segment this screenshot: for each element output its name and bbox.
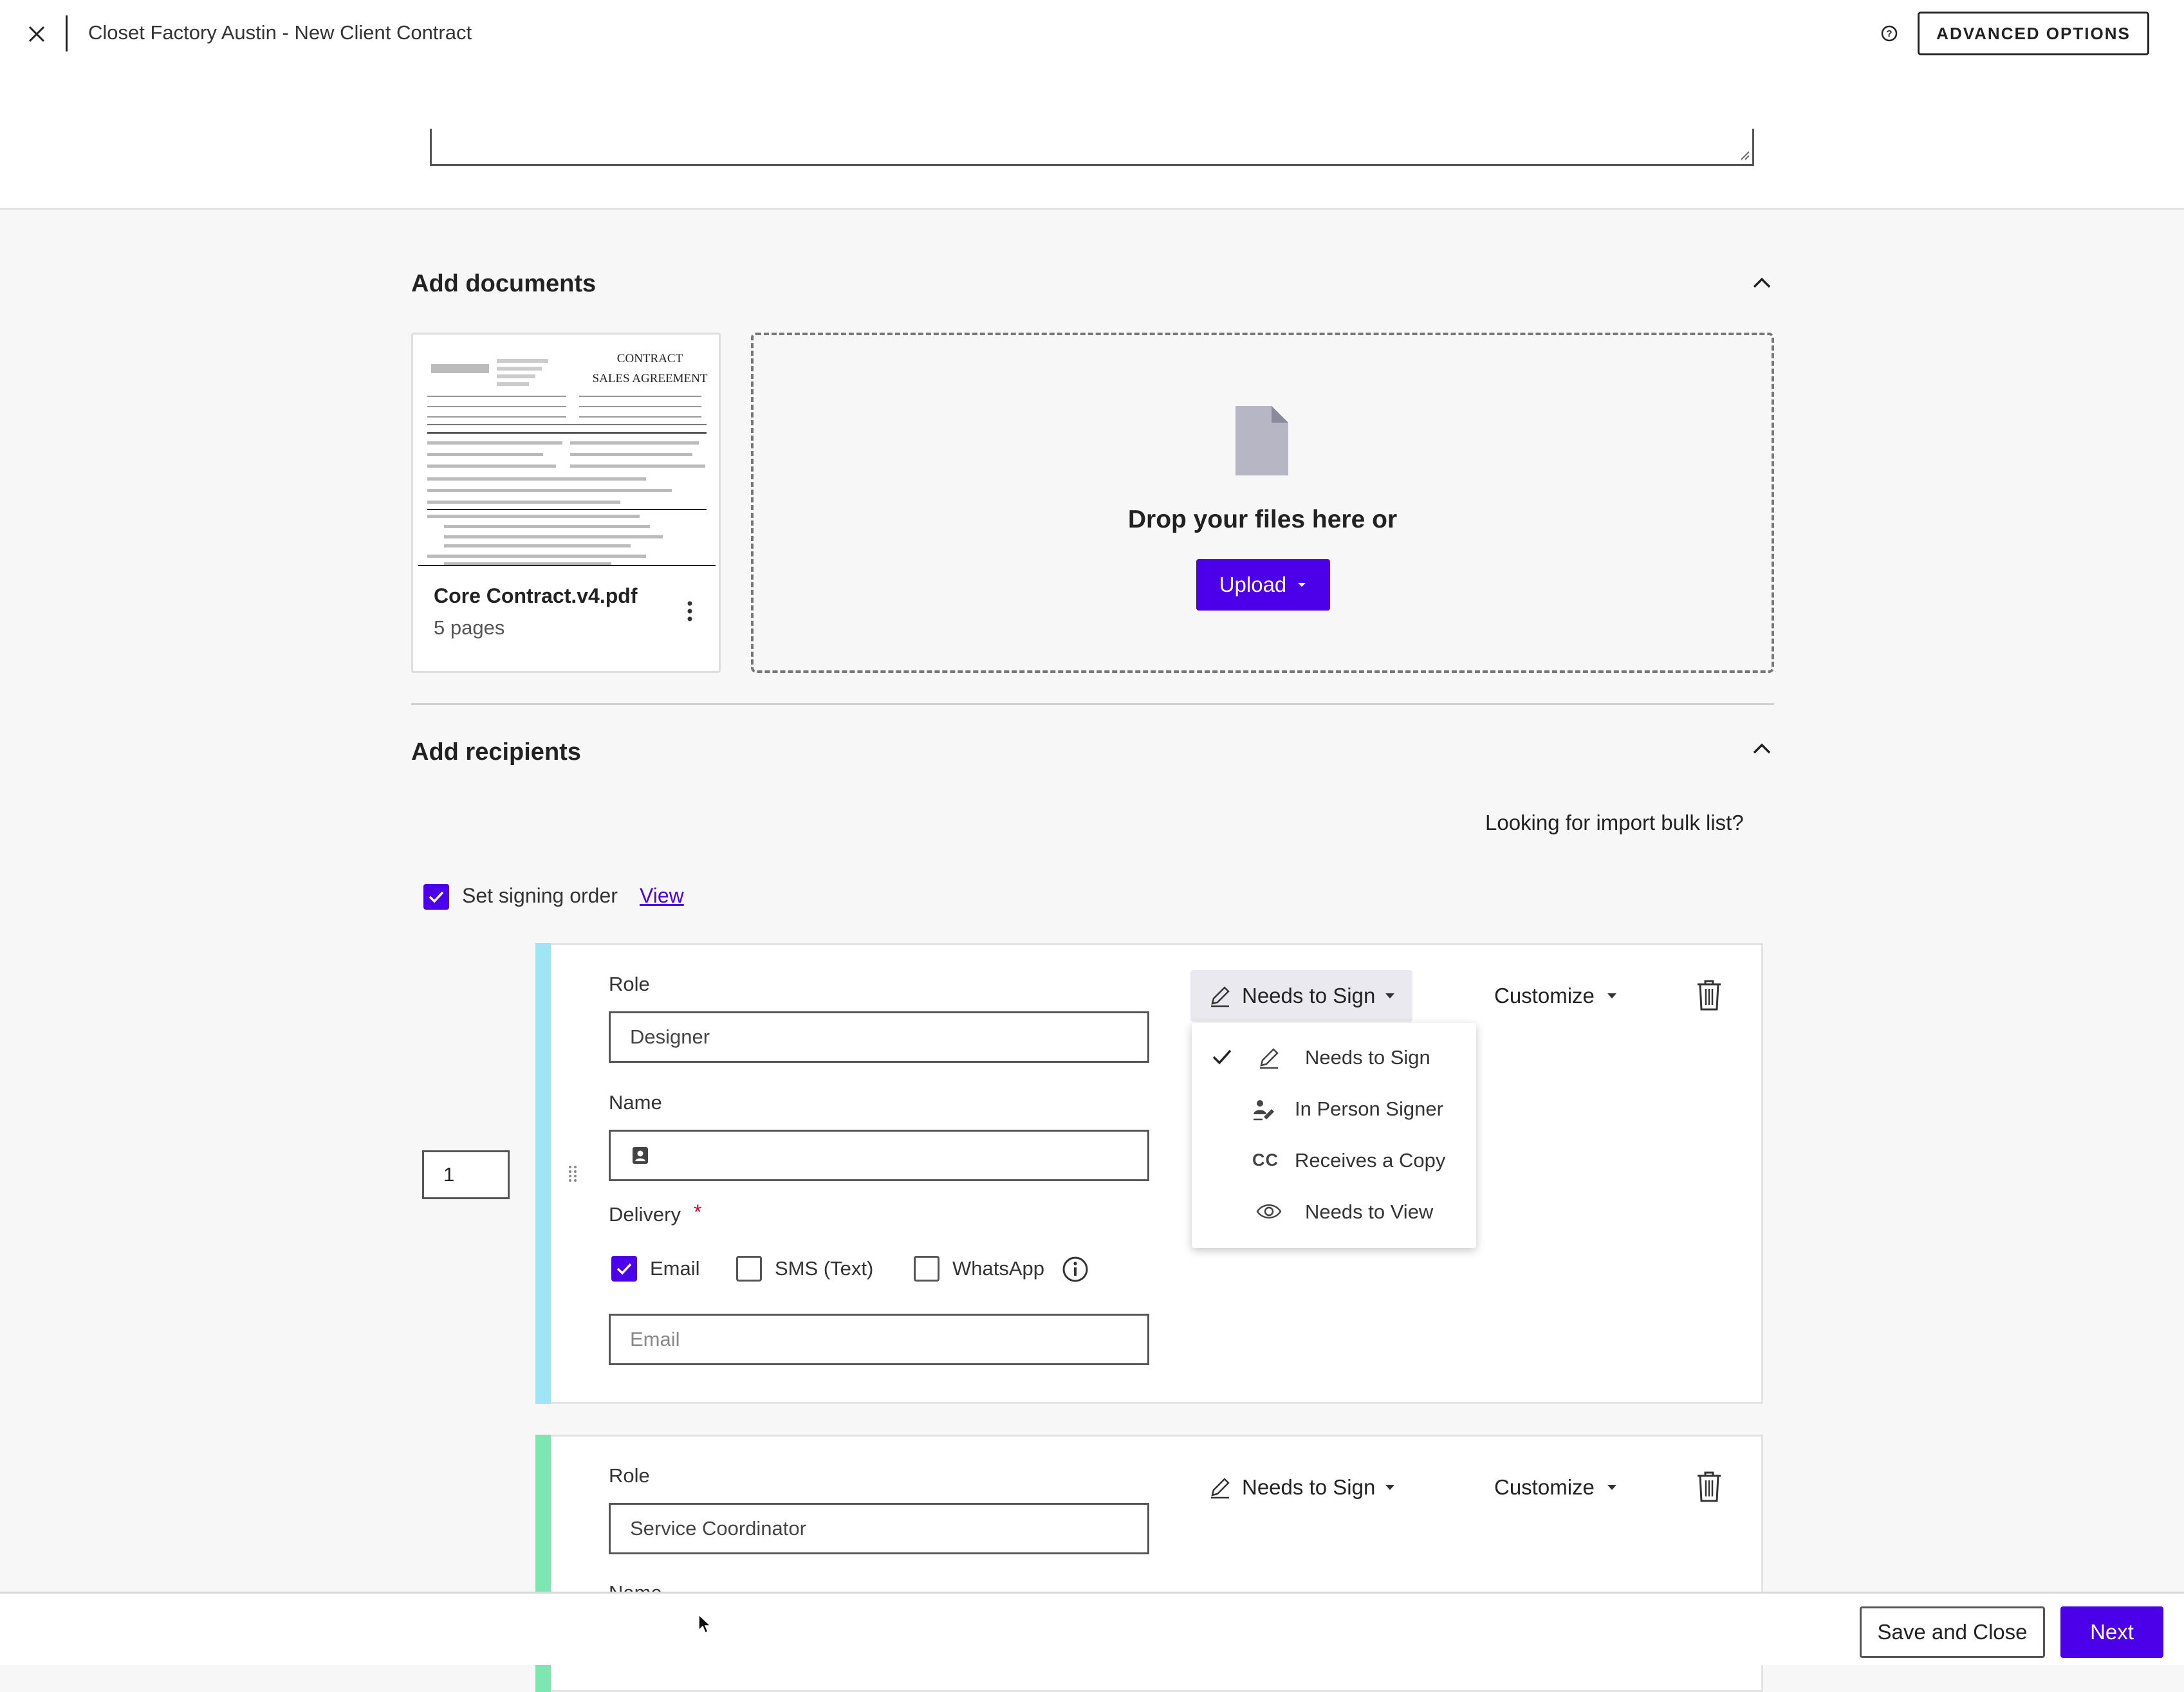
- drag-handle-icon[interactable]: [566, 1164, 579, 1184]
- info-icon[interactable]: [1062, 1256, 1089, 1283]
- thumbnail-heading-2: SALES AGREEMENT: [593, 372, 708, 385]
- add-recipients-heading: Add recipients: [411, 739, 581, 766]
- section-divider: [411, 703, 1774, 705]
- caret-down-icon: [1607, 1485, 1616, 1490]
- more-options-icon[interactable]: [677, 595, 703, 627]
- signing-order-input[interactable]: 1: [422, 1150, 510, 1199]
- recipient-action-dropdown[interactable]: Needs to Sign: [1190, 1462, 1412, 1513]
- menu-item-needs-to-sign[interactable]: Needs to Sign: [1192, 1032, 1476, 1083]
- customize-label: Customize: [1494, 984, 1595, 1007]
- eye-icon: [1256, 1204, 1282, 1218]
- next-button[interactable]: Next: [2060, 1606, 2163, 1658]
- menu-item-receives-a-copy[interactable]: CC Receives a Copy: [1192, 1135, 1476, 1186]
- top-bar: Closet Factory Austin - New Client Contr…: [0, 0, 2184, 67]
- help-icon[interactable]: ?: [1876, 21, 1902, 46]
- menu-item-label: Receives a Copy: [1295, 1149, 1446, 1172]
- page-title: Closet Factory Austin - New Client Contr…: [88, 21, 472, 44]
- recipient-accent-bar: [535, 943, 551, 1404]
- recipient-action-label: Needs to Sign: [1242, 984, 1376, 1007]
- caret-down-icon: [1298, 583, 1306, 587]
- add-documents-heading: Add documents: [411, 270, 597, 297]
- whatsapp-delivery-label: WhatsApp: [952, 1257, 1045, 1280]
- checkmark-icon: [616, 1263, 632, 1275]
- in-person-signer-icon: [1254, 1100, 1274, 1121]
- advanced-options-button[interactable]: ADVANCED OPTIONS: [1918, 12, 2149, 55]
- signing-order-label: Set signing order: [462, 884, 618, 907]
- menu-item-needs-to-view[interactable]: Needs to View: [1192, 1186, 1476, 1238]
- role-input[interactable]: Service Coordinator: [609, 1503, 1149, 1554]
- caret-down-icon: [1385, 993, 1395, 998]
- thumbnail-heading-1: CONTRACT: [617, 352, 683, 365]
- close-icon[interactable]: [21, 18, 53, 50]
- cc-icon: CC: [1252, 1150, 1279, 1170]
- recipient-action-dropdown[interactable]: Needs to Sign: [1190, 970, 1413, 1022]
- name-input[interactable]: [609, 1130, 1149, 1181]
- caret-down-icon: [1607, 993, 1616, 998]
- resize-grip-icon[interactable]: [1737, 148, 1750, 161]
- menu-item-in-person-signer[interactable]: In Person Signer: [1192, 1083, 1476, 1135]
- sms-delivery-checkbox[interactable]: [736, 1256, 762, 1282]
- menu-item-label: Needs to Sign: [1305, 1046, 1430, 1069]
- header-divider: [66, 15, 68, 51]
- recipient-action-menu: Needs to Sign In Person Signer CC Receiv…: [1192, 1023, 1476, 1248]
- document-name: Core Contract.v4.pdf: [434, 584, 638, 607]
- save-and-close-button[interactable]: Save and Close: [1860, 1606, 2045, 1658]
- document-card[interactable]: CONTRACT SALES AGREEMENT: [411, 333, 721, 673]
- delete-icon[interactable]: [1695, 979, 1723, 1011]
- delivery-label: Delivery: [609, 1203, 681, 1226]
- pen-icon: [1260, 1048, 1279, 1069]
- required-asterisk: *: [694, 1200, 702, 1224]
- mouse-cursor-icon: [698, 1614, 712, 1634]
- caret-down-icon: [1385, 1485, 1395, 1490]
- customize-dropdown[interactable]: Customize: [1494, 970, 1618, 1022]
- pen-icon: [1211, 1478, 1230, 1499]
- checkmark-icon: [429, 891, 444, 903]
- contacts-icon[interactable]: [630, 1145, 651, 1166]
- pen-icon: [1211, 986, 1230, 1007]
- role-label: Role: [609, 1464, 650, 1487]
- thumbnail-graphic: CONTRACT SALES AGREEMENT: [427, 352, 708, 565]
- chevron-up-icon[interactable]: [1749, 273, 1775, 292]
- menu-item-label: In Person Signer: [1295, 1098, 1443, 1120]
- file-icon: [1235, 406, 1288, 475]
- customize-dropdown[interactable]: Customize: [1494, 1462, 1618, 1513]
- role-label: Role: [609, 973, 650, 995]
- svg-text:?: ?: [1886, 28, 1892, 39]
- document-page-count: 5 pages: [434, 616, 505, 639]
- chevron-up-icon[interactable]: [1749, 739, 1775, 758]
- message-textarea[interactable]: [430, 129, 1754, 166]
- message-panel: [0, 67, 2184, 210]
- upload-label: Upload: [1219, 573, 1287, 596]
- signing-order-checkbox[interactable]: [423, 884, 449, 910]
- sms-delivery-label: SMS (Text): [775, 1257, 874, 1280]
- delete-icon[interactable]: [1695, 1471, 1723, 1503]
- email-input[interactable]: Email: [609, 1314, 1149, 1365]
- recipient-action-label: Needs to Sign: [1242, 1475, 1376, 1499]
- email-delivery-label: Email: [650, 1257, 700, 1280]
- view-signing-order-link[interactable]: View: [640, 884, 684, 907]
- name-label: Name: [609, 1091, 662, 1114]
- role-input[interactable]: Designer: [609, 1011, 1149, 1063]
- email-delivery-checkbox[interactable]: [611, 1256, 637, 1282]
- file-dropzone[interactable]: Drop your files here or Upload: [751, 333, 1774, 673]
- upload-button[interactable]: Upload: [1196, 559, 1330, 611]
- whatsapp-delivery-checkbox[interactable]: [914, 1256, 939, 1282]
- footer-bar: Save and Close Next: [0, 1592, 2184, 1665]
- check-icon: [1212, 1049, 1232, 1065]
- menu-item-label: Needs to View: [1305, 1200, 1434, 1223]
- dropzone-text: Drop your files here or: [1127, 506, 1398, 533]
- document-thumbnail: CONTRACT SALES AGREEMENT: [418, 340, 716, 566]
- import-bulk-list-link[interactable]: Looking for import bulk list?: [1485, 811, 1744, 834]
- customize-label: Customize: [1494, 1475, 1595, 1499]
